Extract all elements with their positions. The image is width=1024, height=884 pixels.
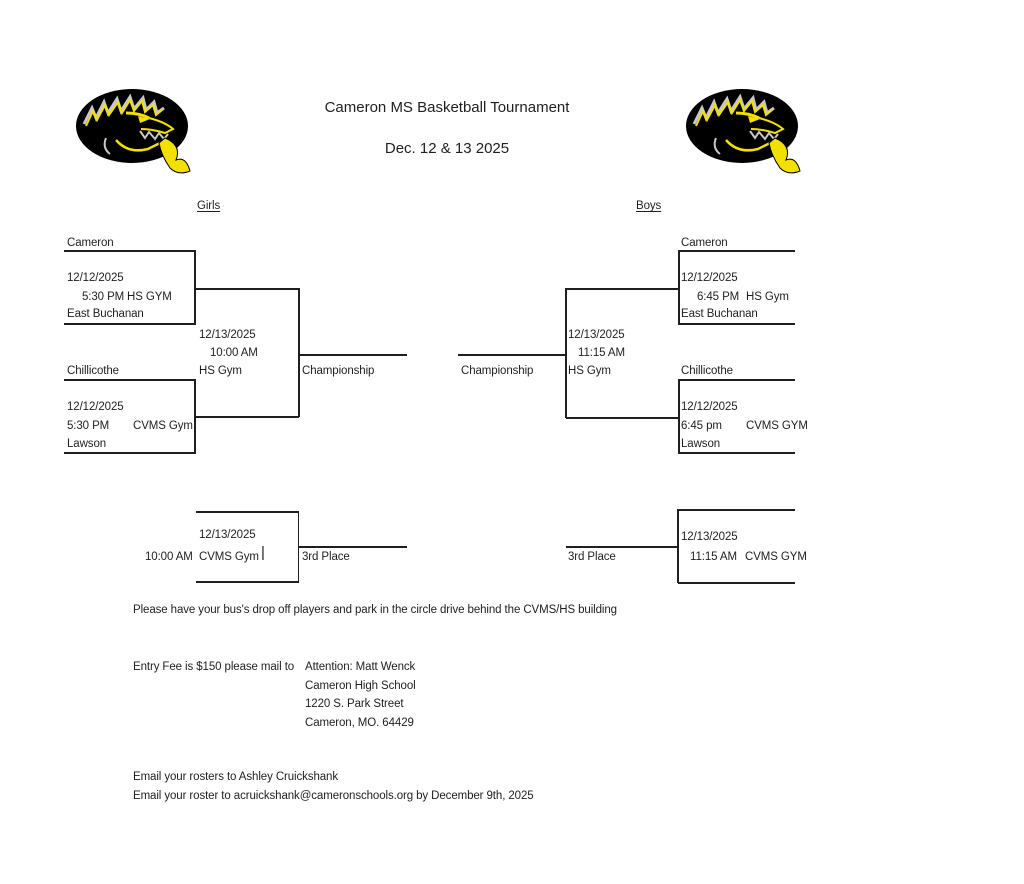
third-venue: CVMS GYM <box>745 551 807 563</box>
bracket-connector <box>566 288 678 290</box>
roster-email-note: Email your rosters to Ashley Cruickshank <box>133 771 338 783</box>
final-venue: HS Gym <box>568 365 611 377</box>
game-date: 12/12/2025 <box>681 401 738 413</box>
final-venue: HS Gym <box>199 365 242 377</box>
championship-line <box>458 354 566 356</box>
bracket-line <box>194 250 196 325</box>
bracket-line <box>298 288 300 417</box>
bracket-line <box>678 452 795 454</box>
bracket-connector <box>196 288 299 290</box>
bracket-line <box>678 509 795 511</box>
team-name: Chillicothe <box>67 365 119 377</box>
bracket-line <box>196 581 299 583</box>
boys-section-header: Boys <box>636 200 662 212</box>
game-venue: CVMS GYM <box>746 420 808 432</box>
mailing-address-line: Cameron, MO. 64429 <box>305 717 414 729</box>
third-date: 12/13/2025 <box>199 529 256 541</box>
mailing-address-line: Attention: Matt Wenck <box>305 661 416 673</box>
bracket-connector <box>566 417 678 419</box>
bracket-line <box>196 511 299 513</box>
final-date: 12/13/2025 <box>568 329 625 341</box>
team-name: Lawson <box>681 438 721 450</box>
bracket-line <box>678 582 795 584</box>
roster-email-deadline: Email your roster to acruickshank@camero… <box>133 790 534 802</box>
bracket-line <box>64 250 196 252</box>
team-name: Cameron <box>67 237 114 249</box>
final-time: 10:00 AM <box>210 347 258 359</box>
bracket-line <box>678 250 680 325</box>
team-name: Lawson <box>67 438 107 450</box>
team-name: East Buchanan <box>67 308 144 320</box>
game-time: 6:45 PM <box>697 291 740 303</box>
game-time: 5:30 PM <box>82 291 125 303</box>
round-label: 3rd Place <box>302 551 350 563</box>
mailing-address-line: 1220 S. Park Street <box>305 698 404 710</box>
game-date: 12/12/2025 <box>67 401 124 413</box>
bracket-line <box>64 323 196 325</box>
event-dates: Dec. 12 & 13 2025 <box>384 140 510 157</box>
bracket-line <box>678 379 795 381</box>
team-name: Chillicothe <box>681 365 733 377</box>
text-cursor-artifact: | <box>261 544 265 561</box>
game-venue: CVMS Gym <box>133 420 193 432</box>
game-venue: HS Gym <box>746 291 789 303</box>
bracket-line <box>565 288 567 418</box>
round-label: Championship <box>461 365 534 377</box>
bracket-line <box>297 511 299 583</box>
bracket-line <box>64 452 196 454</box>
bracket-line <box>678 250 795 252</box>
championship-line <box>299 354 407 356</box>
bracket-line <box>678 323 795 325</box>
round-label: Championship <box>302 365 375 377</box>
entry-fee-note: Entry Fee is $150 please mail to <box>133 661 295 673</box>
third-time: 10:00 AM <box>145 551 193 563</box>
third-venue: CVMS Gym <box>199 551 259 563</box>
final-time: 11:15 AM <box>578 347 625 359</box>
game-venue: HS GYM <box>127 291 172 303</box>
round-label: 3rd Place <box>568 551 616 563</box>
game-time: 5:30 PM <box>67 420 110 432</box>
team-name: East Buchanan <box>681 308 758 320</box>
girls-section-header: Girls <box>197 200 221 212</box>
game-date: 12/12/2025 <box>67 272 124 284</box>
bracket-connector <box>196 416 299 418</box>
dragon-mascot-logo-right <box>684 87 802 175</box>
third-place-line <box>566 546 678 548</box>
mailing-address-line: Cameron High School <box>305 680 416 692</box>
bracket-line <box>64 379 196 381</box>
team-name: Cameron <box>681 237 728 249</box>
game-date: 12/12/2025 <box>681 272 738 284</box>
bracket-line <box>194 379 196 454</box>
bus-instructions: Please have your bus's drop off players … <box>133 604 617 616</box>
dragon-mascot-logo-left <box>74 87 192 175</box>
third-place-line <box>299 546 407 548</box>
final-date: 12/13/2025 <box>199 329 256 341</box>
bracket-line <box>678 379 680 454</box>
game-time: 6:45 pm <box>681 420 722 432</box>
third-time: 11:15 AM <box>690 551 737 563</box>
page-title: Cameron MS Basketball Tournament <box>324 99 570 116</box>
third-date: 12/13/2025 <box>681 531 738 543</box>
